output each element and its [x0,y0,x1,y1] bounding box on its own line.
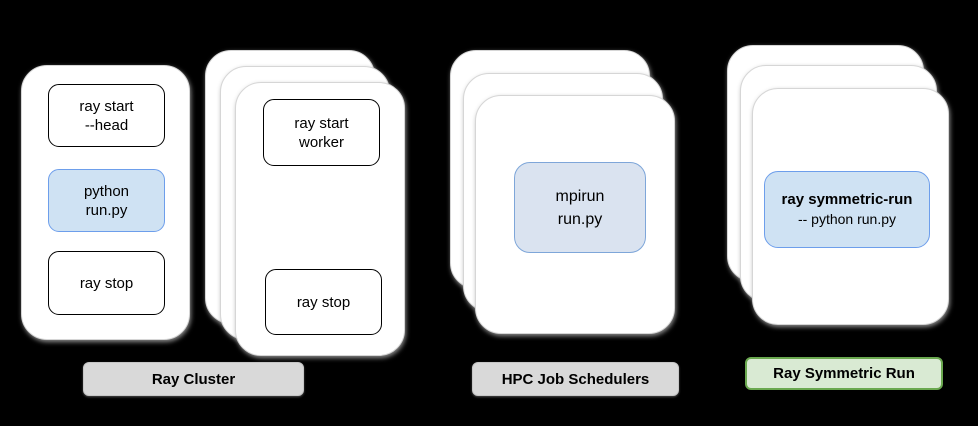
ray-start-head-box: ray start --head [48,84,165,147]
symmetric-run-title: ray symmetric-run [781,191,913,208]
ray-start-head-line1: ray start [79,97,134,115]
ray-cluster-badge-label: Ray Cluster [151,370,236,388]
hpc-badge: HPC Job Schedulers [472,362,679,396]
head-node-card: ray start --head python run.py ray stop [21,65,190,340]
python-run-line1: python [83,182,130,200]
ray-start-worker-line1: ray start [294,114,349,132]
ray-cluster-badge: Ray Cluster [83,362,304,396]
symmetric-run-box: ray symmetric-run -- python run.py [764,171,930,248]
ray-start-head-line2: --head [84,116,129,134]
symmetric-run-badge-label: Ray Symmetric Run [773,365,915,382]
hpc-node-card: mpirun run.py [475,95,675,334]
worker-ray-stop-box: ray stop [265,269,382,335]
hpc-badge-label: HPC Job Schedulers [501,370,650,388]
mpirun-line1: mpirun [555,187,605,205]
symmetric-run-subtitle: -- python run.py [797,211,897,227]
symmetric-node-card: ray symmetric-run -- python run.py [752,88,949,325]
head-ray-stop-label: ray stop [79,274,134,292]
mpirun-line2: run.py [557,210,603,228]
worker-node-card: ray start worker ray stop [235,82,405,356]
head-ray-stop-box: ray stop [48,251,165,315]
python-run-line2: run.py [85,201,128,219]
symmetric-run-badge: Ray Symmetric Run [745,357,943,390]
mpirun-box: mpirun run.py [514,162,646,253]
worker-ray-stop-label: ray stop [296,293,351,311]
python-run-box: python run.py [48,169,165,232]
ray-start-worker-box: ray start worker [263,99,380,166]
ray-start-worker-line2: worker [298,133,344,151]
